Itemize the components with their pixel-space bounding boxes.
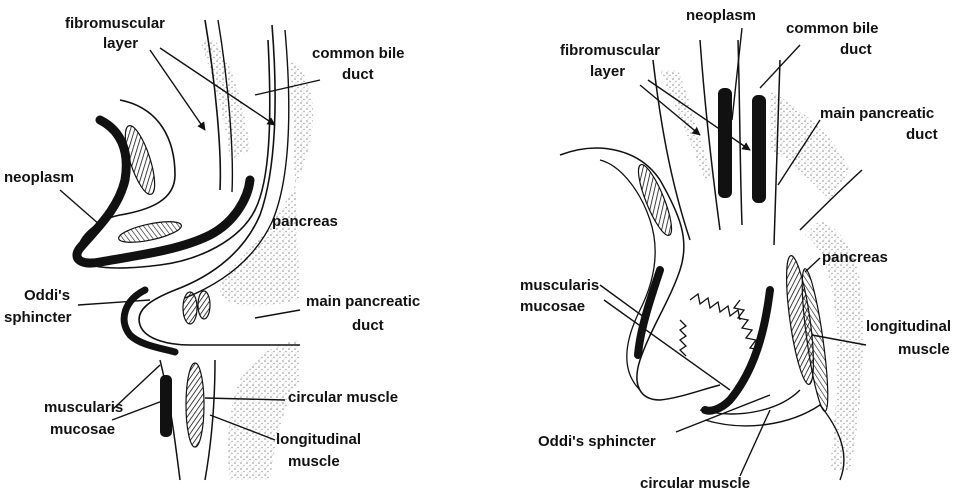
right-duodenal-wall: [560, 148, 720, 400]
right-label-fibromuscular: fibromuscular: [560, 42, 660, 59]
right-leader-neoplasm: [732, 28, 742, 120]
right-duct-wall-2: [700, 40, 720, 230]
right-neoplasm-left: [718, 88, 732, 198]
left-label-longitudinal: longitudinal: [276, 431, 361, 448]
right-leader-circular: [740, 410, 770, 476]
left-duct-stipple: [200, 40, 250, 160]
right-muscularis-black: [638, 270, 660, 355]
right-label-main-pancreatic: main pancreatic: [820, 105, 934, 122]
right-label-layer: layer: [590, 63, 625, 80]
left-label-common-bile: common bile: [312, 45, 405, 62]
left-neoplasm: [77, 120, 250, 263]
left-label-duct-2: duct: [352, 317, 384, 334]
left-label-muscularis: muscularis: [44, 399, 123, 416]
right-label-mucosae: mucosae: [520, 298, 585, 315]
right-label-pancreas: pancreas: [822, 249, 888, 266]
left-label-sphincter: sphincter: [4, 309, 72, 326]
left-sphincter-small: [183, 292, 197, 324]
left-label-pancreas: pancreas: [272, 213, 338, 230]
left-label-fibromuscular: fibromuscular: [65, 15, 165, 32]
right-label-duct-2: duct: [906, 126, 938, 143]
left-leader-pancreatic: [255, 310, 300, 318]
right-leader-musc-2: [604, 300, 730, 390]
left-label-mucosae: mucosae: [50, 421, 115, 438]
right-mucosa-zigzag: [680, 294, 740, 356]
right-label-muscle: muscle: [898, 341, 950, 358]
right-panel: neoplasm common bile duct fibromuscular …: [520, 7, 951, 492]
left-label-layer: layer: [103, 35, 138, 52]
left-label-muscle: muscle: [288, 453, 340, 470]
right-label-neoplasm: neoplasm: [686, 7, 756, 24]
left-label-oddi: Oddi's: [24, 287, 70, 304]
right-label-muscularis: muscularis: [520, 277, 599, 294]
left-panel: fibromuscular layer common bile duct neo…: [4, 15, 420, 480]
left-sphincter-mid: [117, 218, 183, 247]
left-leader-oddi: [78, 300, 150, 305]
left-sphincter-small-2: [198, 291, 210, 319]
right-label-circular-muscle: circular muscle: [640, 475, 750, 492]
right-leader-oddi: [676, 395, 770, 432]
right-label-duct-1: duct: [840, 41, 872, 58]
left-label-neoplasm: neoplasm: [4, 169, 74, 186]
right-label-common-bile: common bile: [786, 20, 879, 37]
right-duct-wall-3: [738, 40, 742, 225]
left-label-main-pancreatic: main pancreatic: [306, 293, 420, 310]
right-leader-pancreas: [805, 258, 820, 272]
right-label-oddi: Oddi's sphincter: [538, 433, 656, 450]
right-neoplasm-right: [752, 95, 766, 203]
left-label-duct-1: duct: [342, 66, 374, 83]
left-circular-muscle: [186, 363, 204, 447]
left-leader-fibro-1: [150, 50, 205, 130]
right-label-longitudinal: longitudinal: [866, 318, 951, 335]
left-label-circular-muscle: circular muscle: [288, 389, 398, 406]
left-leader-neoplasm: [60, 190, 100, 225]
